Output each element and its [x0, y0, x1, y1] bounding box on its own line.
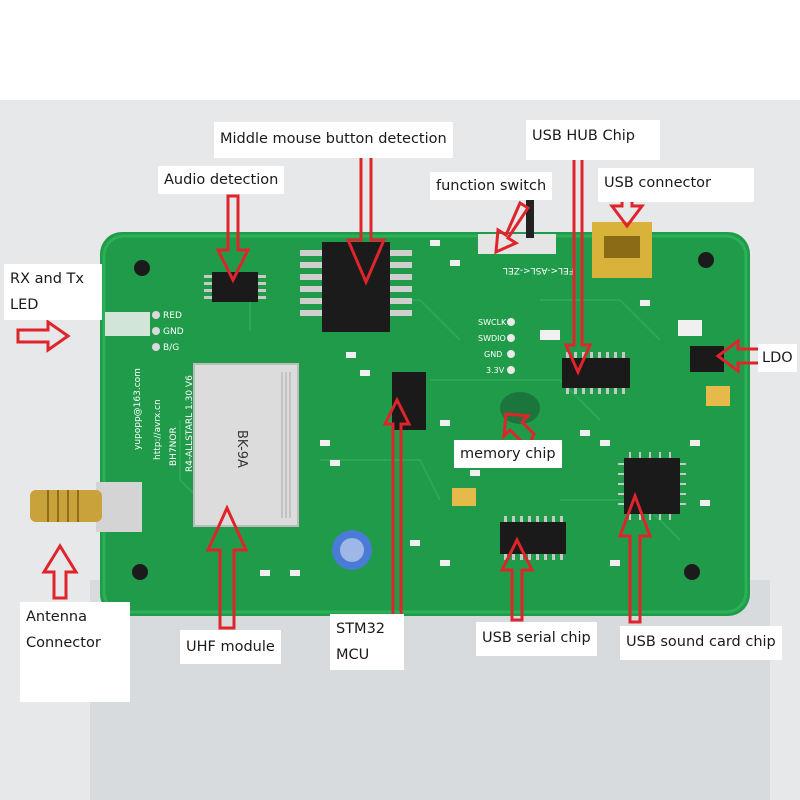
silk-gnd: GND [163, 327, 184, 337]
capacitor-top [340, 538, 364, 562]
label-audio-text: Audio detection [164, 172, 279, 188]
arrow-audio [215, 194, 251, 284]
chip-pins [300, 250, 412, 316]
sound-chip-pins [618, 452, 686, 520]
label-rx-tx-line1: RX and Tx [10, 271, 84, 287]
arrow-usb-serial [499, 536, 535, 622]
capacitor [678, 320, 702, 336]
mounting-hole [132, 564, 148, 580]
mounting-hole [698, 252, 714, 268]
mounting-hole [684, 564, 700, 580]
silk-swdio: SWDIO [478, 334, 506, 343]
silk-switch: FEL<-ASL<-ZEL [503, 265, 574, 275]
hub-pins [566, 352, 625, 394]
label-usb-connector-text: USB connector [604, 175, 712, 191]
uhf-module [193, 363, 299, 527]
capacitor-tan [706, 386, 730, 406]
silk-board1: BH7NOR [169, 427, 179, 466]
arrow-middle-mouse [345, 148, 387, 286]
led-cluster [105, 312, 150, 336]
label-antenna-line1: Antenna [26, 609, 87, 625]
led-pad [152, 343, 160, 351]
label-usb-hub-text: USB HUB Chip [532, 128, 635, 144]
arrow-uhf [205, 504, 249, 630]
pcb-edge [102, 234, 748, 614]
silk-red: RED [163, 311, 182, 321]
label-stm32-line1: STM32 [336, 621, 386, 637]
label-usb-sound-text: USB sound card chip [626, 634, 776, 650]
ldo-chip [690, 346, 724, 372]
label-memory-text: memory chip [460, 446, 556, 462]
label-usb-serial: USB serial chip [476, 622, 597, 656]
silk-gnd2: GND [484, 350, 502, 359]
label-antenna-connector: Antenna Connector [20, 602, 130, 702]
swd-header: SWCLK SWDIO GND 3.3V [478, 318, 515, 375]
label-uhf-module: UHF module [180, 630, 281, 664]
pcb-photo: RED GND B/G FEL<-ASL<-ZEL SWCLK SWDIO GN… [0, 100, 800, 800]
label-ldo: LDO [758, 344, 797, 372]
arrow-stm32 [382, 396, 412, 622]
silk-board2: R4-ALLSTARL 1.30 V6 [185, 375, 195, 472]
table-shadow [90, 580, 770, 800]
silk-3v3: 3.3V [486, 366, 505, 375]
ic-pins [204, 275, 266, 299]
arrow-usb-hub [563, 150, 593, 376]
label-antenna-line2: Connector [26, 635, 101, 651]
silk-website: http://avrx.cn [153, 399, 163, 460]
mounting-hole [134, 260, 150, 276]
led-pad [152, 311, 160, 319]
label-uhf-text: UHF module [186, 639, 275, 655]
connector-threads [47, 490, 79, 522]
serial-pins [504, 516, 563, 560]
label-ldo-text: LDO [762, 350, 793, 366]
label-rx-tx-line2: LED [10, 297, 39, 313]
label-function-switch-text: function switch [436, 178, 547, 194]
silk-module: BK-9A [234, 430, 249, 468]
label-usb-connector: USB connector [598, 168, 754, 202]
label-stm32-line2: MCU [336, 647, 370, 663]
label-rx-tx-led: RX and Tx LED [4, 264, 102, 320]
label-usb-hub: USB HUB Chip [526, 120, 660, 160]
label-middle-mouse: Middle mouse button detection [214, 122, 453, 158]
usb-connector-inner [604, 236, 640, 258]
led-pad [152, 327, 160, 335]
silk-swclk: SWCLK [478, 318, 507, 327]
arrow-memory [502, 412, 536, 451]
arrow-rx-tx [16, 319, 71, 353]
label-usb-serial-text: USB serial chip [482, 630, 591, 646]
label-audio-detection: Audio detection [158, 166, 285, 194]
capacitor-tan [452, 488, 476, 506]
arrow-antenna [41, 543, 79, 600]
label-middle-mouse-text: Middle mouse button detection [220, 131, 447, 147]
silk-email: yupopp@163.com [133, 368, 143, 450]
arrow-function-switch [494, 200, 531, 255]
module-edge-ridges [281, 372, 291, 518]
label-memory-chip: memory chip [454, 440, 562, 468]
switch-lever [526, 198, 534, 238]
smd-components [260, 240, 710, 576]
label-function-switch: function switch [430, 172, 553, 200]
arrow-usb-sound [617, 491, 653, 624]
label-stm32-mcu: STM32 MCU [330, 614, 404, 670]
silk-bg: B/G [163, 343, 179, 353]
label-usb-sound: USB sound card chip [620, 626, 782, 660]
antenna-connector-base [96, 482, 142, 532]
